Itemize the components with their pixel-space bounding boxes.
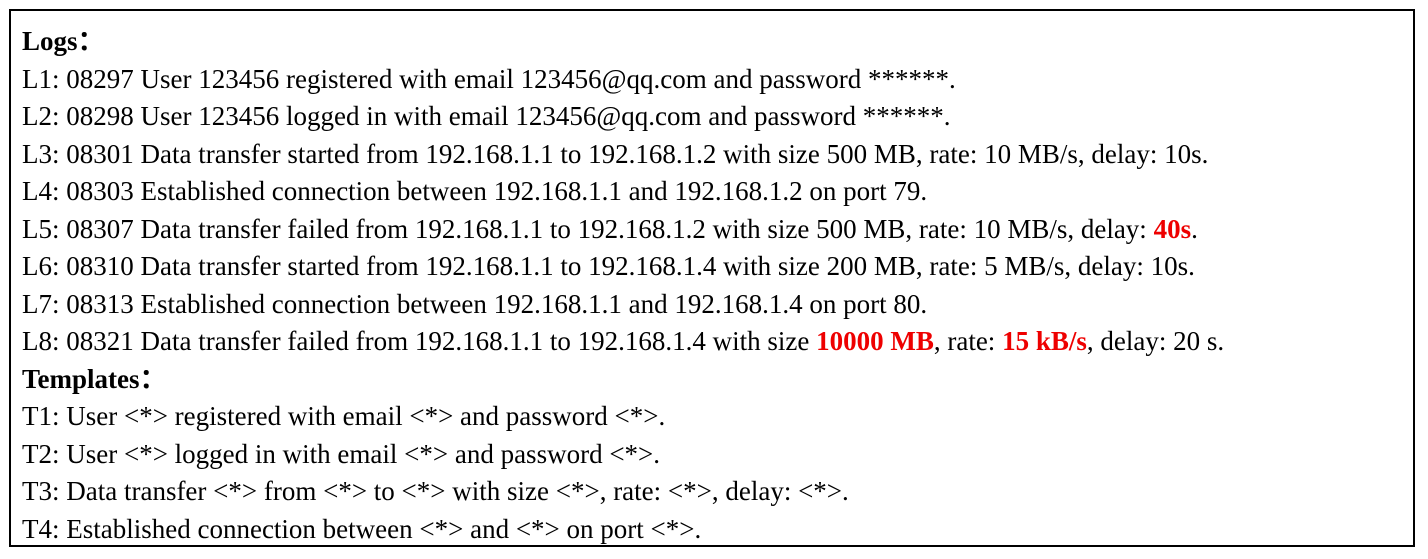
log-text-mid: , rate: <box>933 326 1003 356</box>
log-text: L4: 08303 Established connection between… <box>22 176 928 206</box>
log-template-box: Logs： L1: 08297 User 123456 registered w… <box>9 9 1415 547</box>
log-text: L1: 08297 User 123456 registered with em… <box>22 63 956 94</box>
log-line-l1: L1: 08297 User 123456 registered with em… <box>22 61 1413 99</box>
log-line-l5: L5: 08307 Data transfer failed from 192.… <box>22 211 1413 249</box>
log-line-l6: L6: 08310 Data transfer started from 192… <box>22 248 1413 286</box>
template-line-t1: T1: User <*> registered with email <*> a… <box>22 401 666 431</box>
anomaly-highlight-rate: 15 kB/s <box>1002 326 1087 356</box>
log-text-end: , delay: 20 s. <box>1086 326 1225 356</box>
log-text: L5: 08307 Data transfer failed from 192.… <box>22 213 1154 244</box>
anomaly-highlight-delay: 40s <box>1153 213 1192 244</box>
log-line-l3: L3: 08301 Data transfer started from 192… <box>22 136 1413 174</box>
log-line-l8: L8: 08321 Data transfer failed from 192.… <box>22 323 1413 361</box>
log-text: L6: 08310 Data transfer started from 192… <box>22 251 1195 281</box>
anomaly-highlight-size: 10000 MB <box>816 326 934 356</box>
log-line-l4: L4: 08303 Established connection between… <box>22 173 1413 211</box>
log-text-end: . <box>1191 213 1198 244</box>
logs-heading: Logs： <box>22 26 105 56</box>
template-line-t4: T4: Established connection between <*> a… <box>22 513 702 544</box>
template-line-t3: T3: Data transfer <*> from <*> to <*> wi… <box>22 476 849 506</box>
log-line-l7: L7: 08313 Established connection between… <box>22 286 1413 324</box>
log-text: L8: 08321 Data transfer failed from 192.… <box>22 326 817 356</box>
templates-heading: Templates： <box>22 363 167 394</box>
log-line-l2: L2: 08298 User 123456 logged in with ema… <box>22 98 1413 136</box>
log-text: L2: 08298 User 123456 logged in with ema… <box>22 101 951 131</box>
log-text: L3: 08301 Data transfer started from 192… <box>22 138 1209 169</box>
template-line-t2: T2: User <*> logged in with email <*> an… <box>22 438 661 469</box>
log-text: L7: 08313 Established connection between… <box>22 288 928 319</box>
